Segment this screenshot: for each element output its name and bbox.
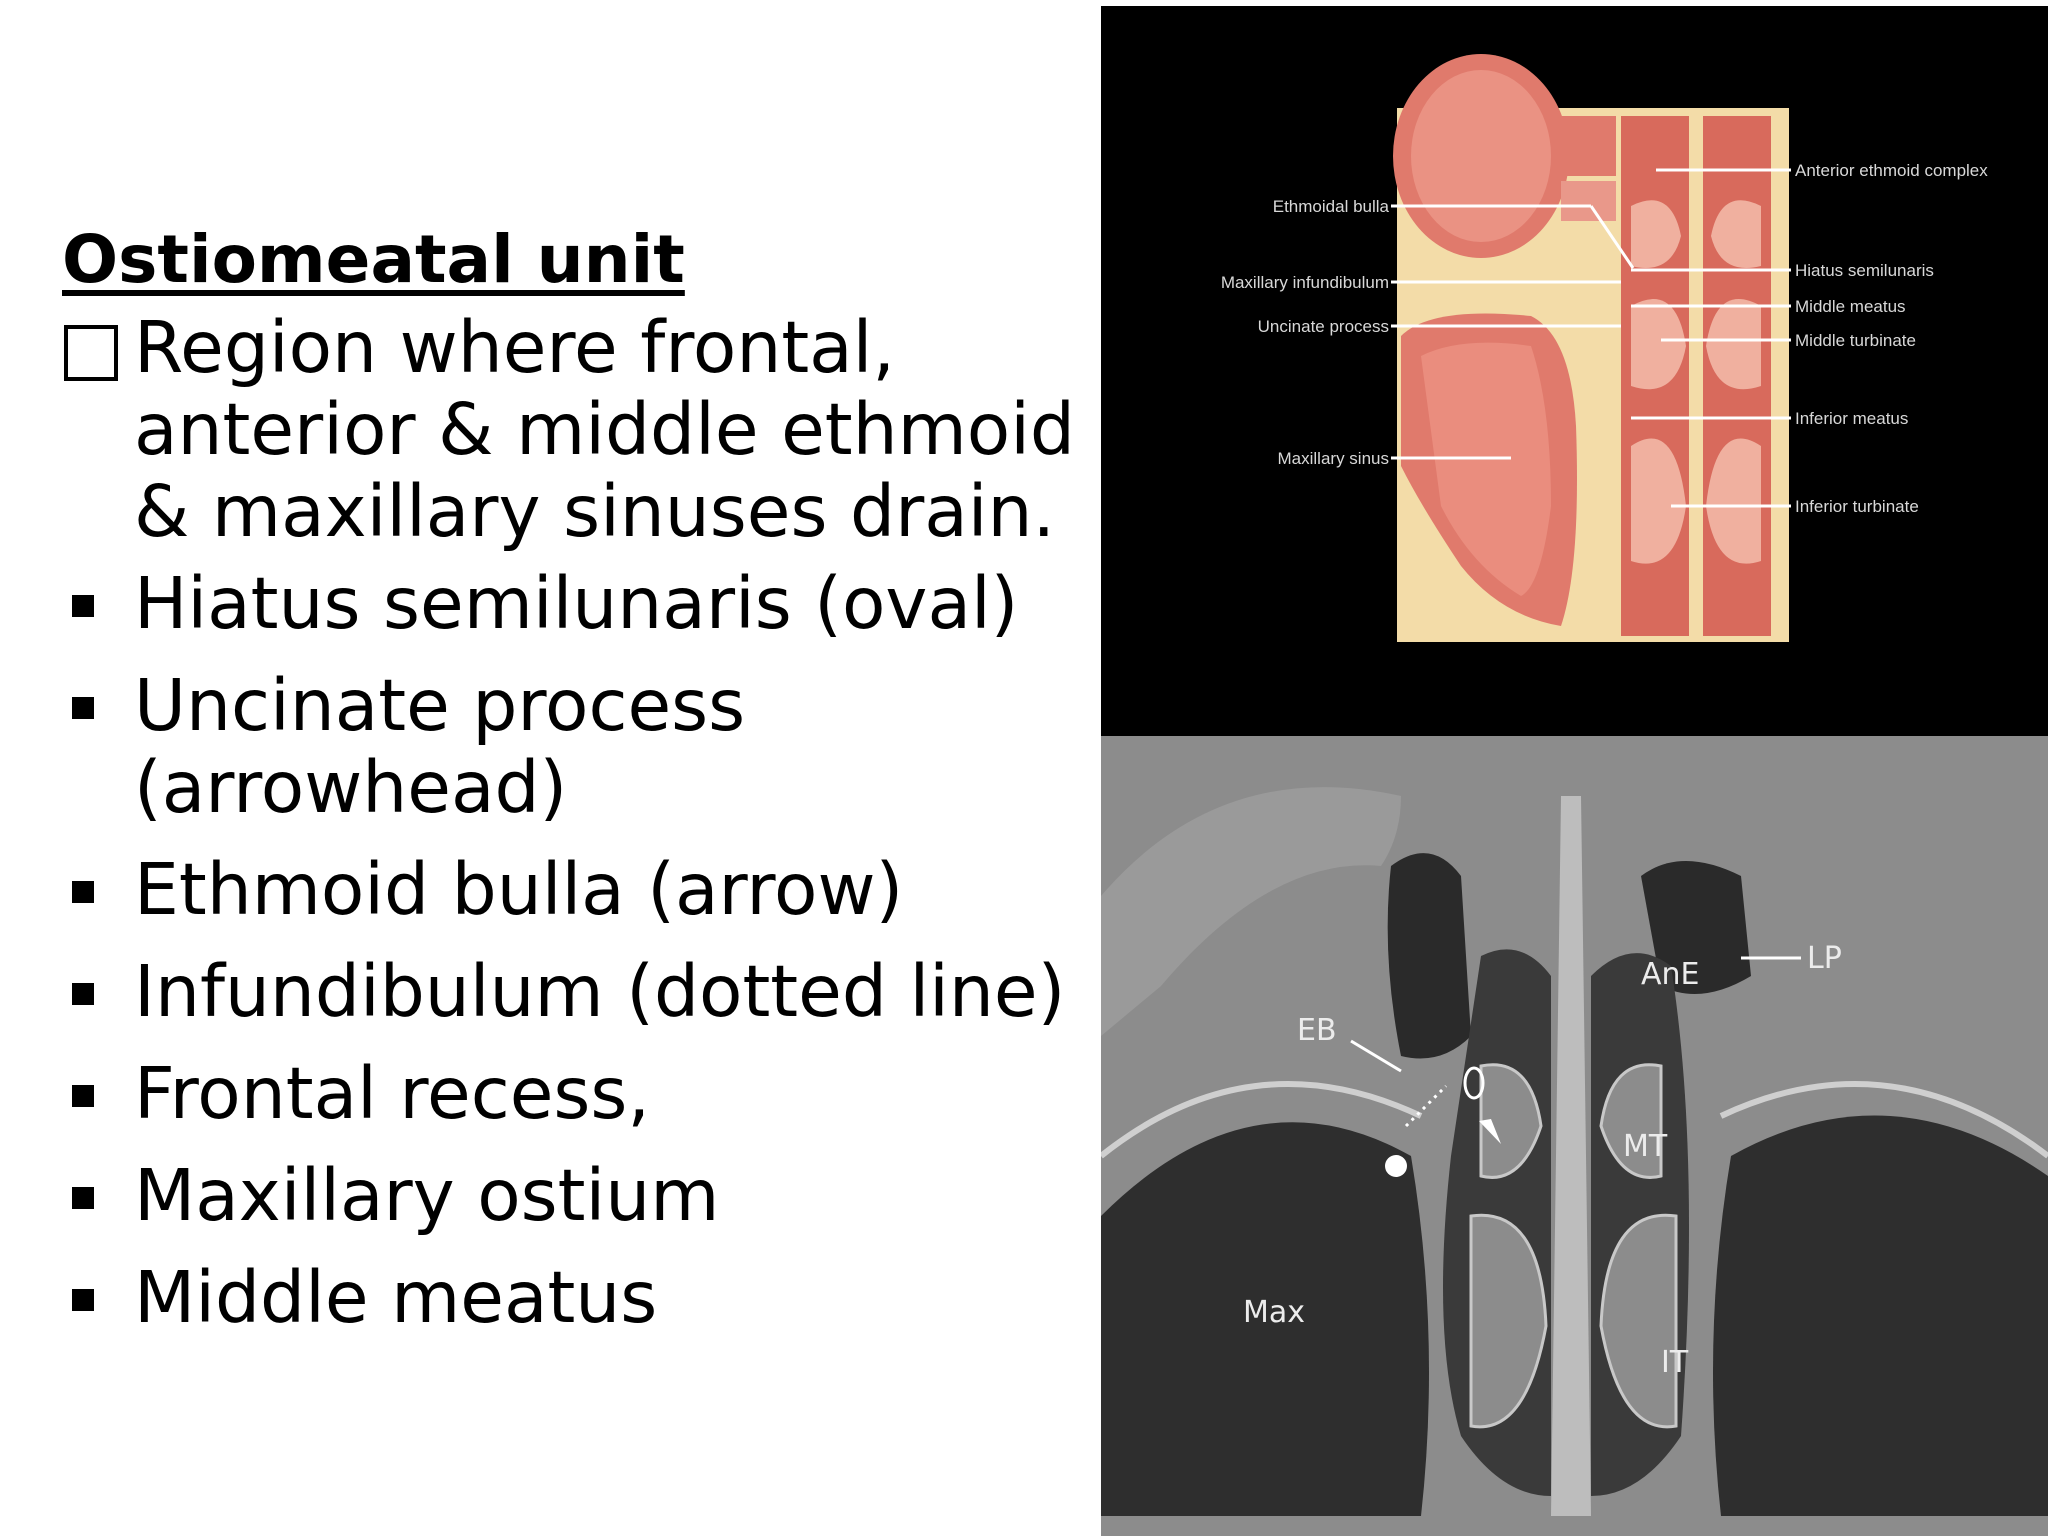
- anatomy-label: Inferior meatus: [1795, 409, 1908, 428]
- anatomy-label: Middle meatus: [1795, 297, 1906, 316]
- anatomy-label: Inferior turbinate: [1795, 497, 1919, 516]
- anatomy-label: Maxillary sinus: [1278, 449, 1389, 468]
- slide-text-area: Ostiomeatal unit Region where frontal, a…: [62, 220, 1082, 1359]
- slide-title: Ostiomeatal unit: [62, 221, 685, 298]
- intro-point: Region where frontal, anterior & middle …: [62, 307, 1082, 553]
- list-item: Maxillary ostium: [62, 1155, 1082, 1237]
- list-item: Middle meatus: [62, 1257, 1082, 1339]
- bullet-list: Hiatus semilunaris (oval) Uncinate proce…: [62, 563, 1082, 1339]
- anatomy-label: Uncinate process: [1258, 317, 1389, 336]
- square-bullet-icon: [72, 595, 94, 618]
- square-bullet-icon: [72, 1289, 94, 1312]
- square-bullet-icon: [72, 1085, 94, 1108]
- anatomy-label: Anterior ethmoid complex: [1795, 161, 1988, 180]
- ct-label: Max: [1243, 1295, 1305, 1330]
- ct-label: IT: [1661, 1345, 1689, 1380]
- list-item: Uncinate process (arrowhead): [62, 665, 1082, 829]
- list-item: Frontal recess,: [62, 1053, 1082, 1135]
- intro-text: Region where frontal, anterior & middle …: [134, 306, 1075, 554]
- square-bullet-icon: [72, 983, 94, 1006]
- ct-label: EB: [1297, 1013, 1337, 1048]
- ct-label: LP: [1807, 941, 1842, 976]
- square-bullet-icon: [72, 881, 94, 904]
- anatomy-label: Ethmoidal bulla: [1273, 197, 1390, 216]
- anatomy-label: Middle turbinate: [1795, 331, 1916, 350]
- list-item: Ethmoid bulla (arrow): [62, 849, 1082, 931]
- checkbox-bullet-icon: [64, 325, 118, 382]
- anatomy-label: Maxillary infundibulum: [1221, 273, 1389, 292]
- list-item: Hiatus semilunaris (oval): [62, 563, 1082, 645]
- ct-scan-image: AnE LP EB MT Max IT: [1101, 736, 2048, 1536]
- square-bullet-icon: [72, 1187, 94, 1210]
- anatomy-illustration: Ethmoidal bulla Maxillary infundibulum U…: [1101, 6, 2048, 736]
- square-bullet-icon: [72, 697, 94, 720]
- anatomy-label: Hiatus semilunaris: [1795, 261, 1934, 280]
- list-item: Infundibulum (dotted line): [62, 951, 1082, 1033]
- ct-label: MT: [1623, 1129, 1668, 1164]
- ct-label: AnE: [1641, 957, 1700, 992]
